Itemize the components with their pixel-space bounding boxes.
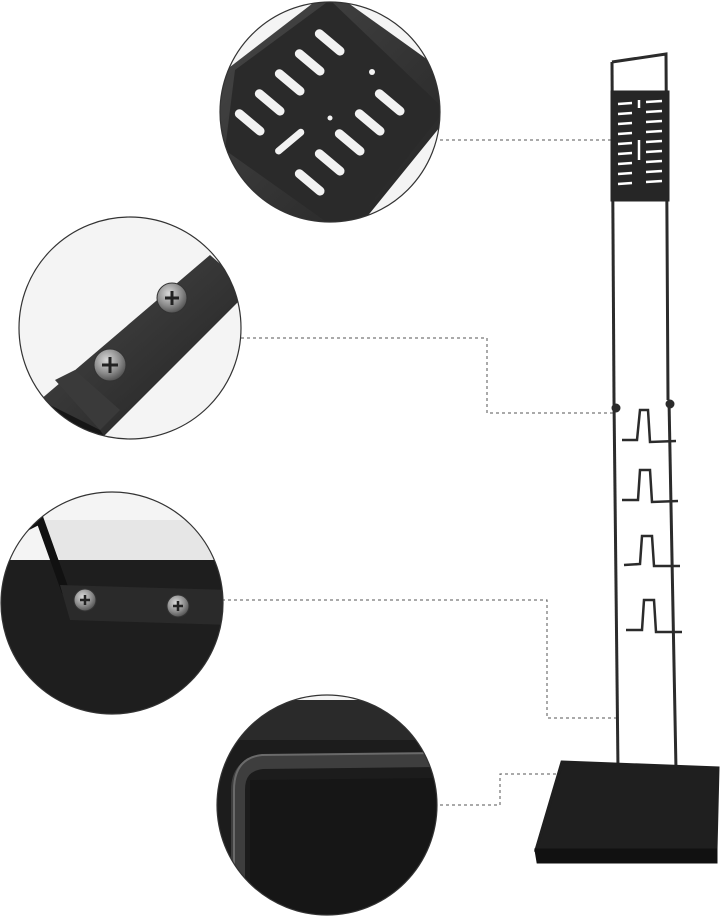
stand-base-plate: [533, 760, 720, 852]
detail-top-panel: [219, 1, 441, 223]
leader-line-screw: [241, 337, 615, 414]
screw-upper: [156, 282, 188, 314]
detail-base-edge: [216, 694, 438, 916]
screw-lower: [93, 348, 127, 382]
base-screw-left: [73, 588, 97, 612]
leader-line-base-corner: [222, 599, 617, 719]
leader-line-base-edge: [440, 773, 560, 806]
vacuum-stand: [533, 52, 720, 864]
detail-base-corner: [0, 491, 224, 715]
leader-lines: [222, 139, 617, 806]
stand-upright-right: [667, 399, 678, 771]
stand-top-frame: [611, 52, 670, 401]
stand-hooks: [622, 408, 682, 634]
base-screw-right: [166, 594, 190, 618]
stand-upright-left: [612, 399, 620, 771]
plate-vents: [617, 99, 663, 186]
detail-screw-joint: [18, 216, 242, 440]
